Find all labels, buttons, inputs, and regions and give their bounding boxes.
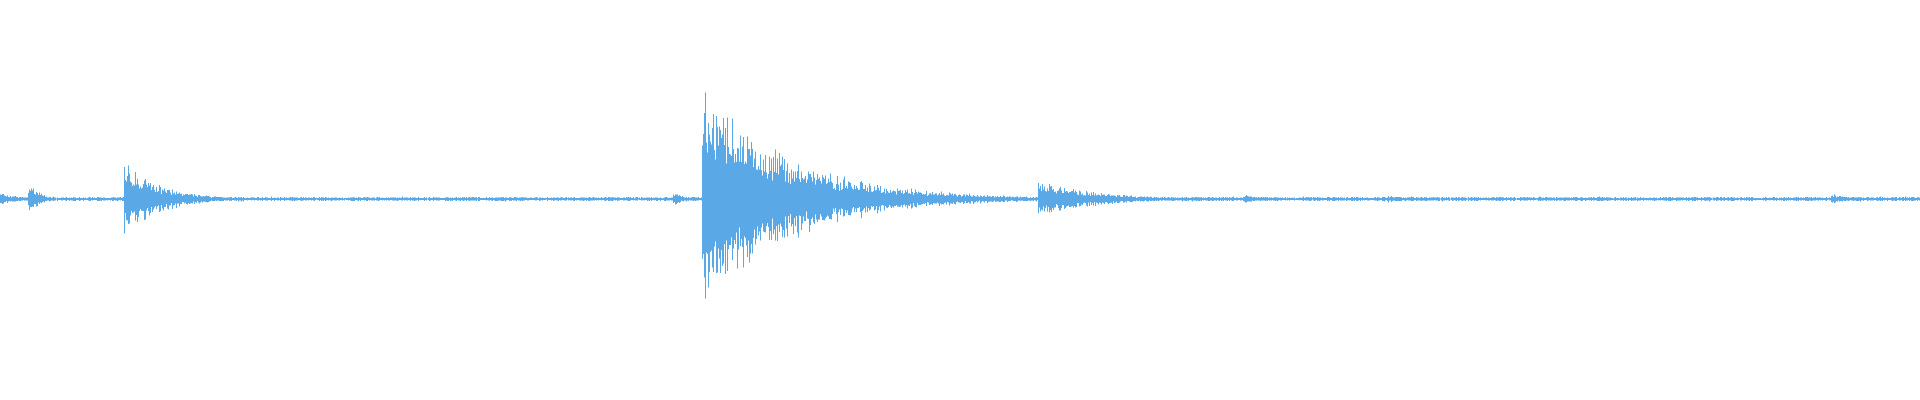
waveform-envelope: [0, 92, 1920, 299]
